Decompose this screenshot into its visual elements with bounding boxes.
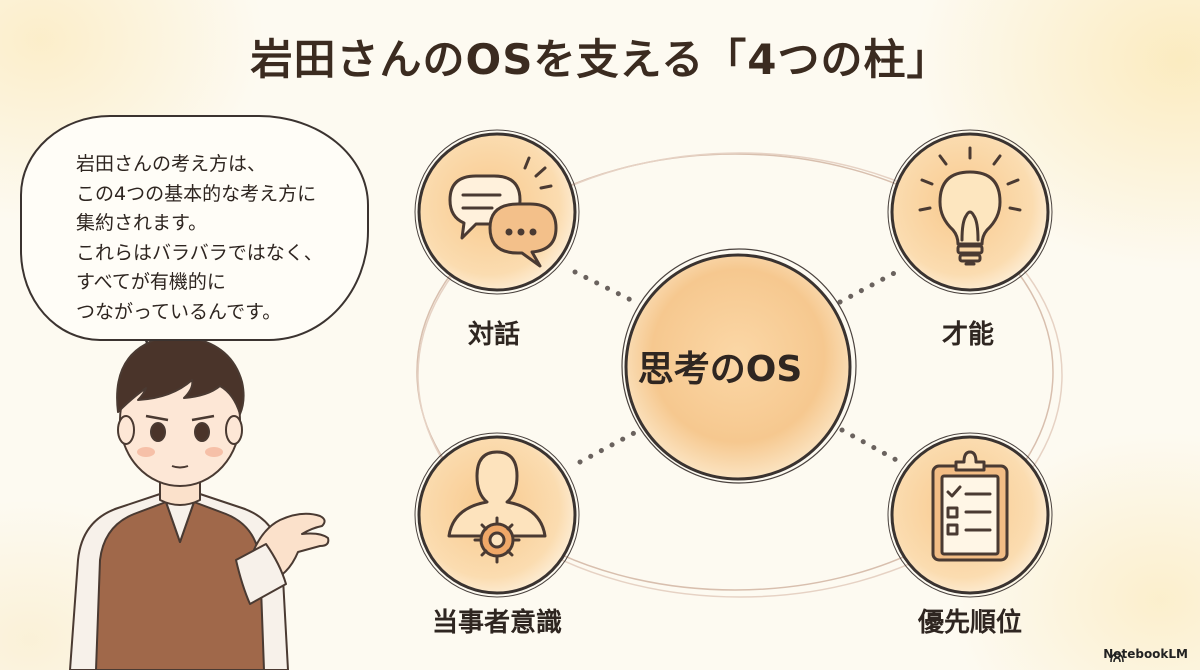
- pillar-label-priority: 優先順位: [918, 608, 1023, 638]
- center-node: [621, 248, 857, 484]
- pillar-label-talent: 才能: [942, 320, 995, 350]
- person-gear-icon: [447, 450, 547, 564]
- character-illustration: [69, 335, 330, 670]
- pillar-label-ownership: 当事者意識: [432, 608, 563, 638]
- pillar-label-dialogue: 対話: [468, 320, 521, 350]
- page-title: 岩田さんのOSを支える「4つの柱」: [250, 35, 950, 84]
- branding-label: NotebookLM: [1103, 647, 1188, 661]
- light-bulb-icon: [918, 146, 1022, 266]
- orbit-ring: [416, 152, 1063, 598]
- speech-bubbles-icon: [448, 156, 558, 268]
- speech-bubble-text: 岩田さんの考え方は、 この4つの基本的な考え方に 集約されます。 これらはバラバ…: [76, 153, 323, 323]
- clipboard-checklist-icon: [931, 450, 1009, 562]
- notebooklm-logo-icon: [1110, 653, 1124, 663]
- connector-lines: [572, 267, 903, 465]
- center-node-label: 思考のOS: [637, 349, 803, 390]
- speech-bubble: [20, 115, 369, 341]
